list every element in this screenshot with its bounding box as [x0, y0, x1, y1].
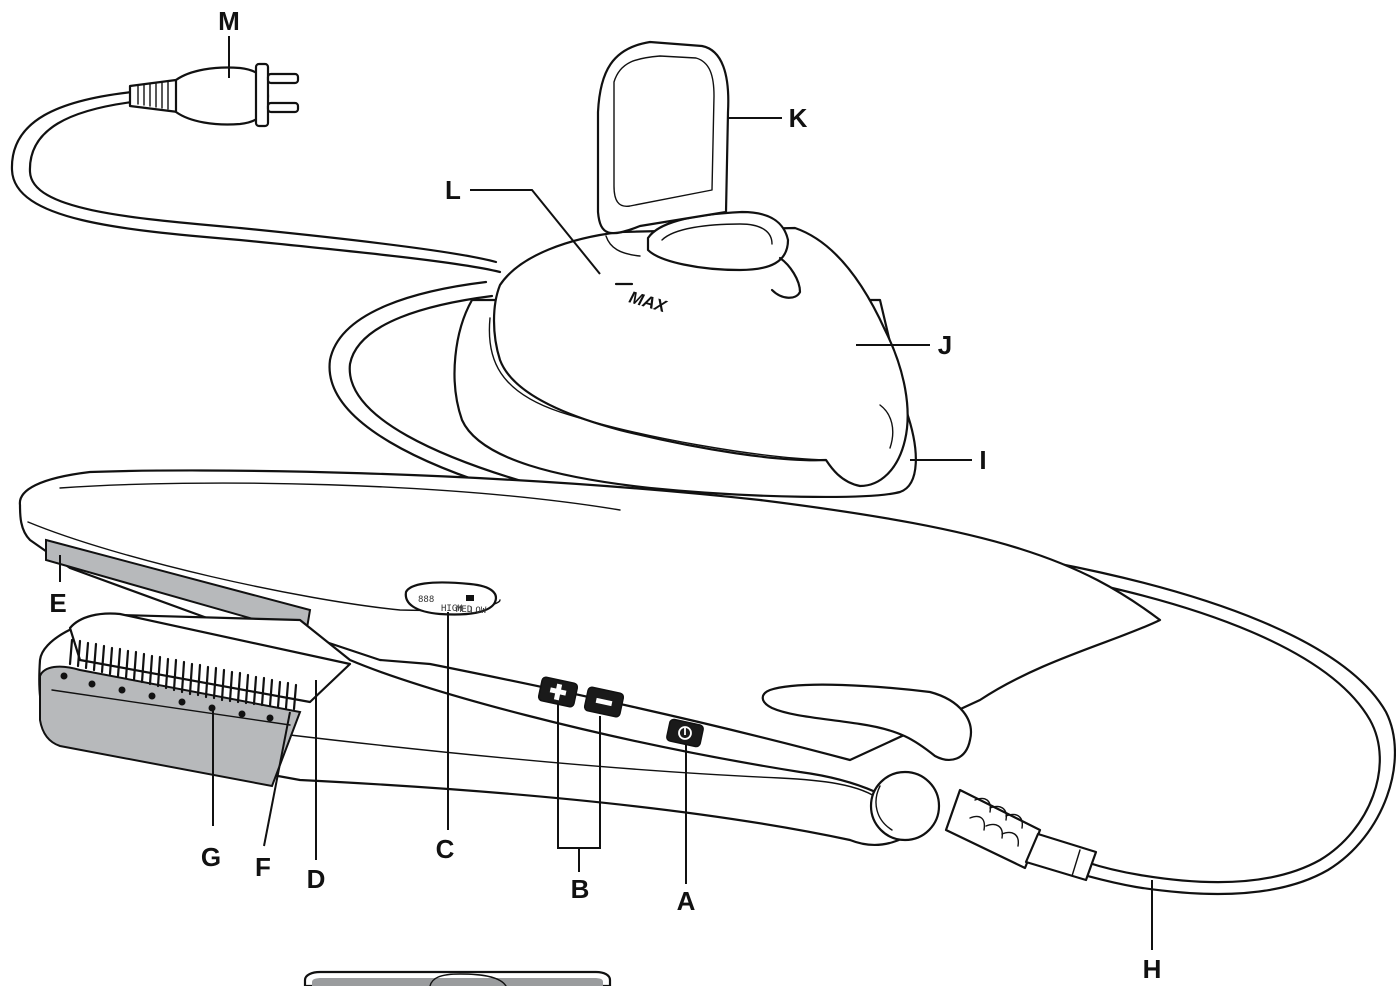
callout-f: F — [255, 852, 271, 882]
lower-heating-plate — [39, 665, 302, 788]
swivel-hinge — [869, 770, 941, 842]
callout-c: C — [436, 834, 455, 864]
lcd-mode-low: LOW — [470, 606, 487, 616]
callout-i: I — [979, 445, 986, 475]
power-plug — [128, 62, 300, 128]
plus-button[interactable] — [537, 676, 579, 708]
leader-lines — [59, 36, 1153, 950]
minus-button[interactable] — [583, 686, 625, 718]
lcd-steam-indicator — [466, 595, 474, 601]
callout-b: B — [571, 874, 590, 904]
lcd-digits: 888 — [418, 595, 434, 605]
callout-m: M — [218, 6, 240, 36]
callout-g: G — [201, 842, 221, 872]
power-button[interactable] — [666, 718, 704, 748]
lcd-mode-high: HIGH — [441, 604, 463, 614]
comb-teeth — [68, 612, 352, 711]
steam-straightener: 888 HIGH MED LOW — [18, 469, 1162, 882]
callout-labels: M K L J I E G F D C B A H — [49, 6, 1161, 984]
steam-base-station: MAX — [453, 210, 917, 499]
cord-strain-relief — [944, 788, 1098, 882]
cropped-detail-view — [303, 970, 612, 986]
callout-h: H — [1143, 954, 1162, 984]
callout-a: A — [677, 886, 696, 916]
callout-e: E — [49, 588, 66, 618]
tank-lid — [596, 40, 730, 257]
temperature-buttons — [537, 676, 625, 718]
steam-holes — [60, 672, 274, 722]
callout-l: L — [445, 175, 461, 205]
callout-j: J — [938, 330, 952, 360]
callout-d: D — [307, 864, 326, 894]
lcd-mode-med: MED — [456, 605, 472, 615]
lcd-display — [404, 581, 497, 616]
callout-k: K — [789, 103, 808, 133]
